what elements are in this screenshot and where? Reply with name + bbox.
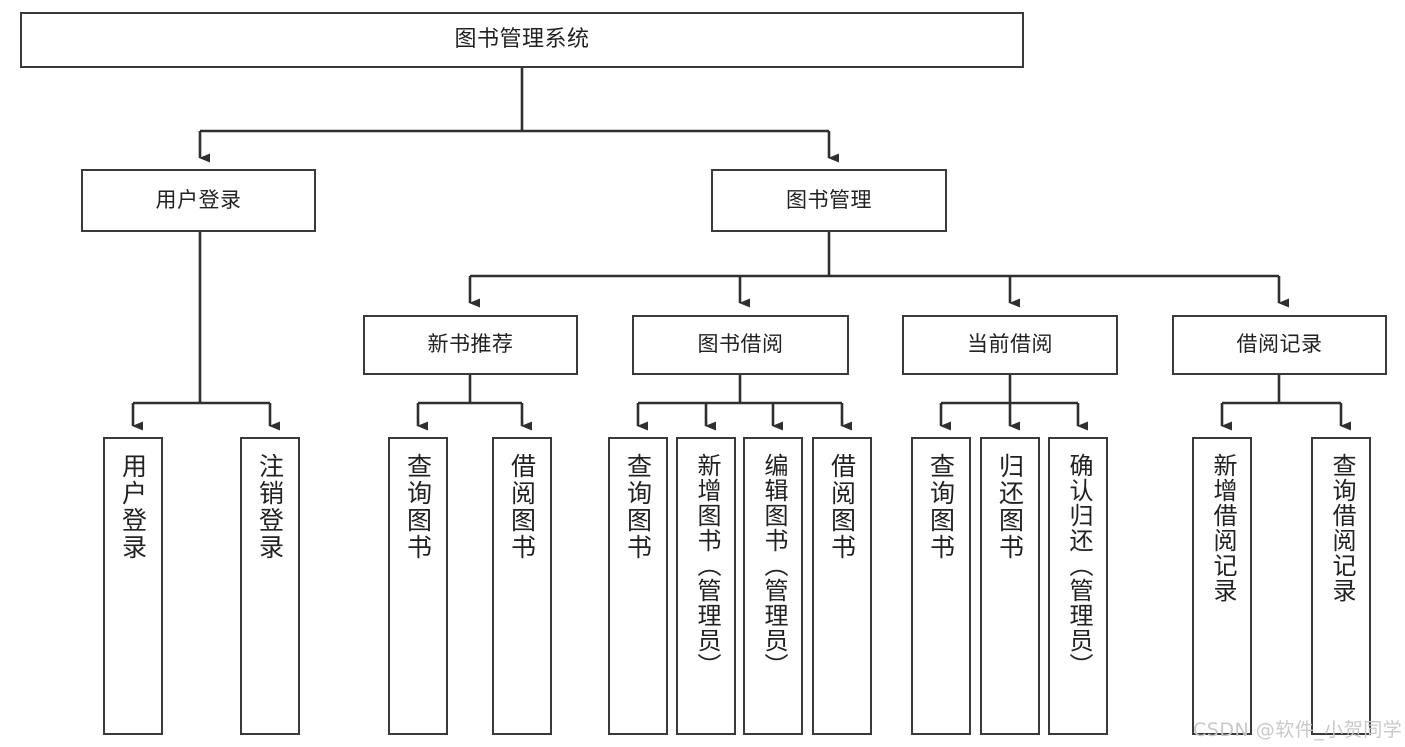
leaf-current-borrow-confirm[interactable]: 确认归还（管理员） (1048, 437, 1108, 735)
node-borrow-record[interactable]: 借阅记录 (1172, 315, 1387, 375)
leaf-user-login-logout[interactable]: 注销登录 (240, 437, 300, 735)
node-label: 图书管理系统 (454, 26, 590, 52)
node-user-login[interactable]: 用户登录 (81, 169, 316, 232)
leaf-current-borrow-return[interactable]: 归还图书 (980, 437, 1040, 735)
node-book-borrow[interactable]: 图书借阅 (632, 315, 849, 375)
leaf-new-book-query[interactable]: 查询图书 (388, 437, 448, 735)
leaf-user-login-login[interactable]: 用户登录 (103, 437, 163, 735)
node-label: 新增借阅记录 (1208, 453, 1237, 603)
leaf-borrow-record-query[interactable]: 查询借阅记录 (1311, 437, 1371, 735)
node-label: 注销登录 (255, 453, 285, 561)
node-label: 查询图书 (623, 453, 653, 561)
node-new-book-recommend[interactable]: 新书推荐 (363, 315, 578, 375)
leaf-book-borrow-edit[interactable]: 编辑图书（管理员） (743, 437, 803, 735)
node-label: 借阅图书 (507, 453, 537, 561)
node-root-system[interactable]: 图书管理系统 (20, 12, 1024, 68)
node-label: 借阅图书 (827, 453, 857, 561)
node-label: 借阅记录 (1236, 332, 1323, 357)
node-label: 归还图书 (995, 453, 1025, 561)
node-label: 确认归还（管理员） (1064, 453, 1093, 678)
node-label: 用户登录 (118, 453, 148, 561)
leaf-book-borrow-query[interactable]: 查询图书 (608, 437, 668, 735)
leaf-book-borrow-borrow[interactable]: 借阅图书 (812, 437, 872, 735)
node-current-borrow[interactable]: 当前借阅 (902, 315, 1118, 375)
node-label: 新书推荐 (427, 332, 514, 357)
leaf-book-borrow-add[interactable]: 新增图书（管理员） (676, 437, 736, 735)
leaf-borrow-record-add[interactable]: 新增借阅记录 (1192, 437, 1252, 735)
node-label: 图书管理 (786, 187, 872, 212)
node-book-management[interactable]: 图书管理 (711, 169, 947, 232)
node-label: 用户登录 (155, 187, 242, 212)
leaf-current-borrow-query[interactable]: 查询图书 (911, 437, 971, 735)
node-label: 新增图书（管理员） (692, 453, 721, 678)
node-label: 查询图书 (403, 453, 433, 561)
node-label: 图书借阅 (697, 332, 784, 357)
leaf-new-book-borrow[interactable]: 借阅图书 (492, 437, 552, 735)
node-label: 查询图书 (926, 453, 956, 561)
node-label: 当前借阅 (967, 332, 1053, 357)
watermark-text: CSDN @软件_小贺同学 (1193, 719, 1403, 741)
node-label: 编辑图书（管理员） (759, 453, 788, 678)
node-label: 查询借阅记录 (1327, 453, 1356, 603)
